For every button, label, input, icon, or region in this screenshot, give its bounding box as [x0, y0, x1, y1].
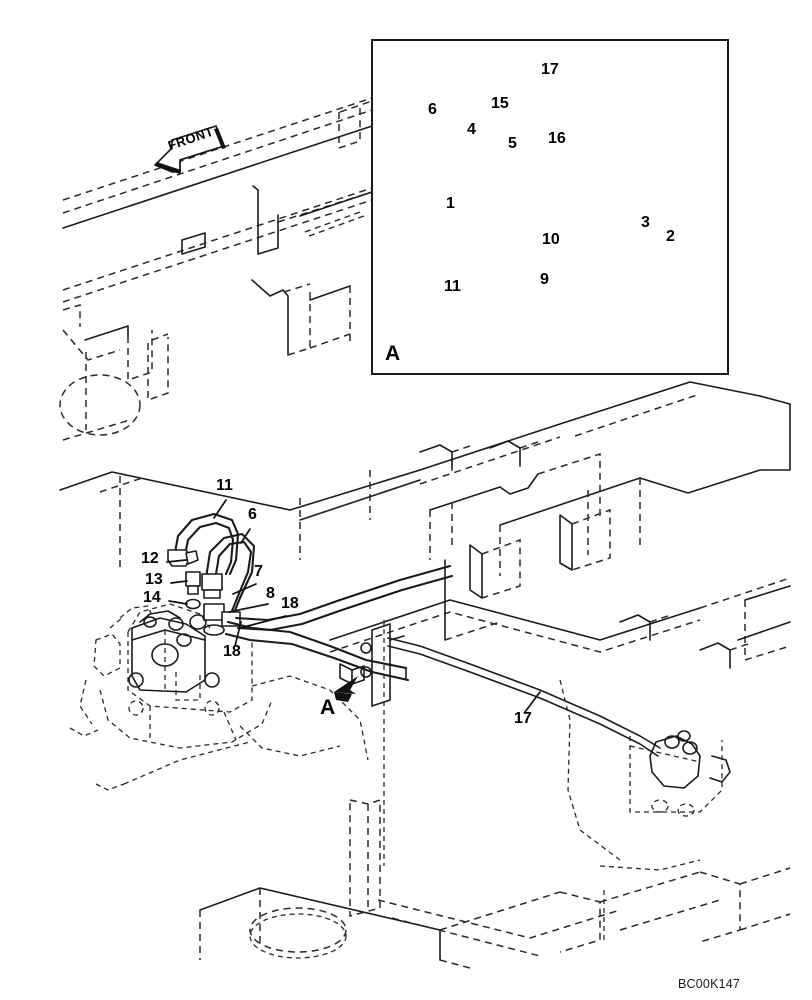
callout-16-detail: 16 [548, 130, 566, 147]
callout-2-detail: 2 [666, 228, 675, 245]
callout-13-main: 13 [145, 571, 163, 588]
callout-11-detail: 11 [444, 278, 461, 295]
section-marker-a-main [334, 676, 358, 702]
callout-15-detail: 15 [491, 95, 509, 112]
callout-5-detail: 5 [508, 135, 517, 152]
callout-9-detail: 9 [540, 271, 549, 288]
front-direction-arrow [154, 125, 226, 174]
machine-frame-lower [95, 741, 791, 969]
callout-8-main: 8 [266, 585, 275, 602]
callout-18-main-lower: 18 [223, 643, 241, 660]
callout-6-detail: 6 [428, 101, 437, 118]
callout-17-main: 17 [514, 710, 532, 727]
detail-view-a-label: A [385, 342, 401, 365]
callout-3-detail: 3 [641, 214, 650, 231]
callout-1-detail: 1 [446, 195, 455, 212]
main-leader-lines [166, 499, 541, 713]
callout-11-main: 11 [216, 477, 233, 494]
hose-routing-main [167, 512, 731, 871]
machine-frame-upper [59, 97, 373, 441]
machine-frame-mid [59, 381, 791, 669]
callout-17-detail: 17 [541, 61, 559, 78]
callout-14-main: 14 [143, 589, 161, 606]
callout-7-main: 7 [254, 563, 263, 580]
section-marker-a-label: A [320, 696, 336, 719]
callout-6-main: 6 [248, 506, 257, 523]
callout-10-detail: 10 [542, 231, 560, 248]
callout-18-main-upper: 18 [281, 595, 299, 612]
callout-12-main: 12 [141, 550, 159, 567]
callout-4-detail: 4 [467, 121, 476, 138]
hydraulic-pump-assembly [69, 603, 369, 761]
figure-code: BC00K147 [678, 977, 741, 991]
detail-view-a-box [371, 39, 729, 375]
